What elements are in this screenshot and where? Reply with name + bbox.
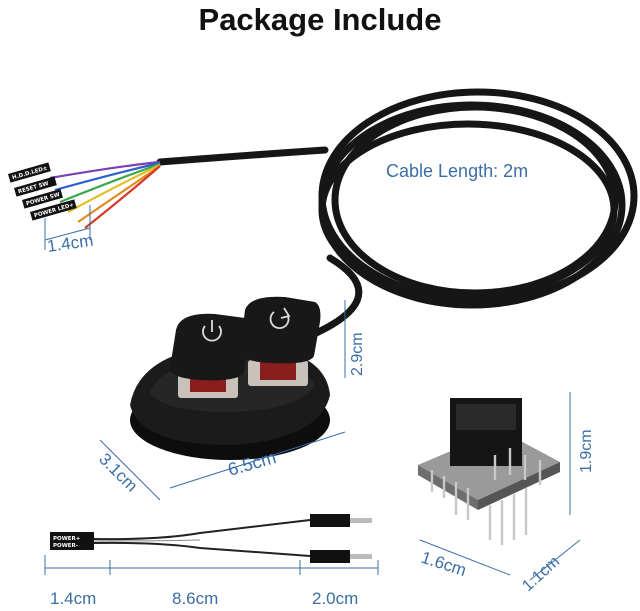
dimension-lines xyxy=(44,205,581,581)
splitter-cable: POWER+ POWER- xyxy=(50,514,372,563)
adapter-height-label: 1.9cm xyxy=(578,429,595,473)
connector-width-label: 1.4cm xyxy=(46,231,94,256)
pin-adapter xyxy=(418,398,560,545)
adapter-depth-label: 1.1cm xyxy=(519,553,563,595)
splitter-tag: POWER- xyxy=(53,543,78,549)
splitter-c-label: 2.0cm xyxy=(312,589,358,608)
button-unit xyxy=(130,296,330,460)
unit-depth-label: 3.1cm xyxy=(95,449,141,495)
adapter-width-label: 1.6cm xyxy=(419,548,469,580)
splitter-a-label: 1.4cm xyxy=(50,589,96,608)
splitter-b-label: 8.6cm xyxy=(172,589,218,608)
splitter-tag: POWER+ xyxy=(53,536,81,542)
reset-icon xyxy=(269,307,291,329)
button-height-label: 2.9cm xyxy=(349,332,366,376)
page-title: Package Include xyxy=(198,2,442,37)
cable-length-label: Cable Length: 2m xyxy=(386,161,528,181)
header-connectors: H.D.D.LED± RESET SW POWER SW POWER LED+ xyxy=(8,162,77,221)
power-icon xyxy=(202,320,222,342)
coiled-cable xyxy=(156,88,638,344)
header-wires xyxy=(49,160,161,229)
